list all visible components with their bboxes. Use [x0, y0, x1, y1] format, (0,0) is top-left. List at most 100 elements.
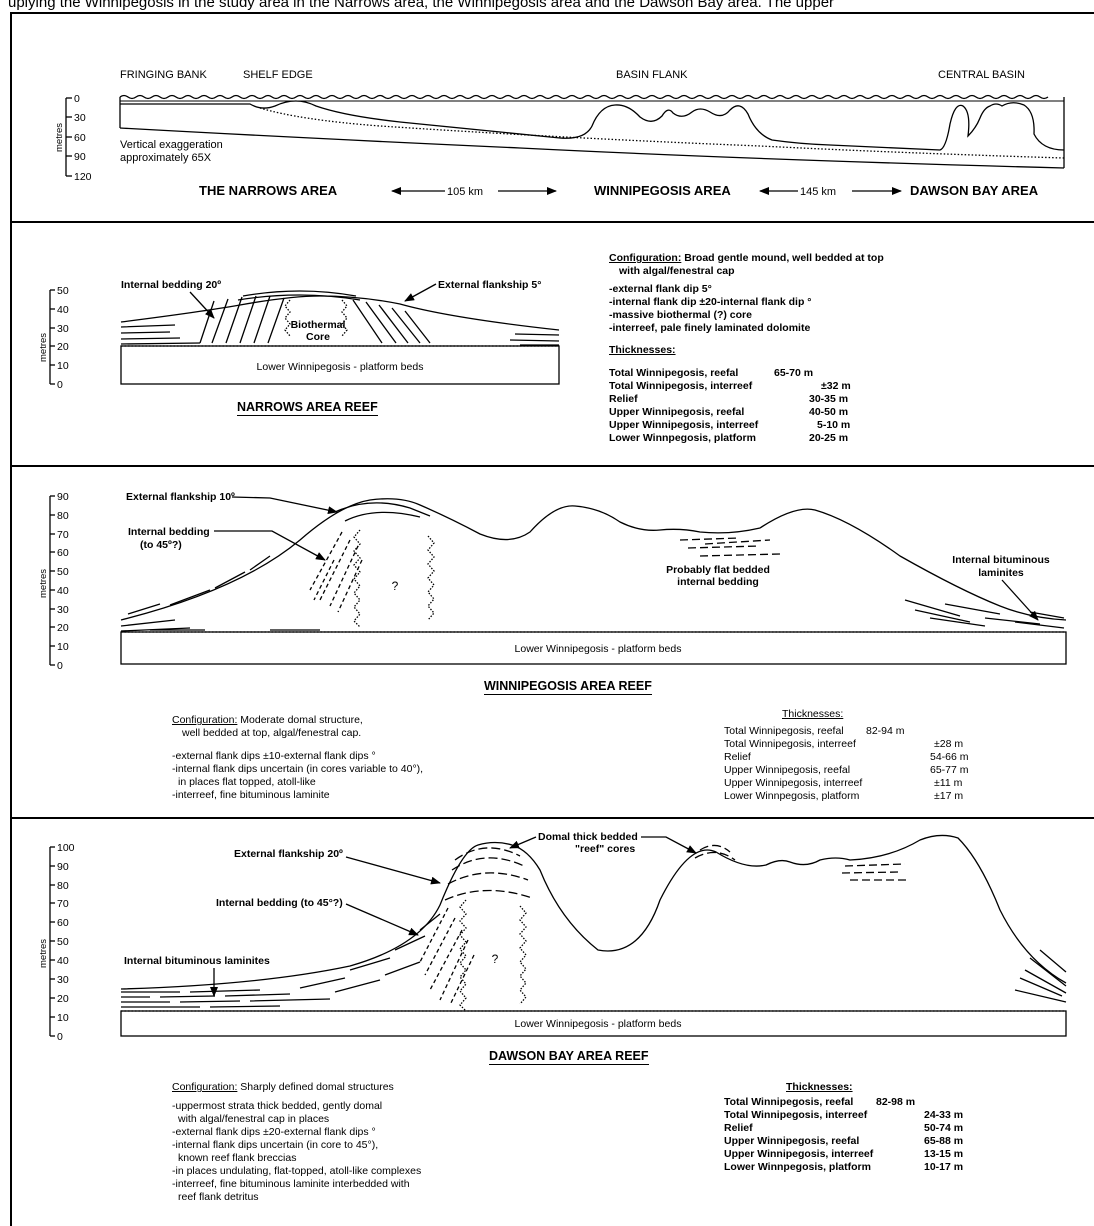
depth-scale: 0 30 60 90 120 metres: [54, 93, 92, 183]
figure-caption: uplying the Winnipegosis in the study ar…: [8, 0, 835, 11]
callout-label: Internal bituminous laminites: [124, 955, 270, 967]
regional-cross-section: FRINGING BANK SHELF EDGE BASIN FLANK CEN…: [54, 69, 1065, 198]
config-text: with algal/fenestral cap: [619, 265, 735, 277]
tick-label: 30: [57, 323, 69, 335]
tick-label: 10: [57, 1012, 69, 1024]
tick-label: 30: [74, 112, 86, 124]
core-label: Biothermal: [291, 319, 346, 331]
internal-bedding: [352, 299, 431, 344]
reef-profile: [120, 498, 1067, 621]
thickness-value: 65-88 m: [924, 1135, 964, 1147]
area-label: DAWSON BAY AREA: [910, 183, 1039, 198]
callout-label: Domal thick bedded: [538, 831, 638, 843]
narrows-configuration: Configuration: Broad gentle mound, well …: [609, 252, 884, 335]
tick-label: 70: [57, 529, 69, 541]
internal-bedding: [309, 531, 363, 613]
narrows-reef-diagram: 50 40 30 20 10 0 metres Lower Winnipegos…: [38, 279, 560, 391]
axis-title: metres: [38, 333, 49, 362]
tick-label: 40: [57, 304, 69, 316]
thickness-value: ±28 m: [934, 738, 964, 750]
basin-base: [119, 127, 1065, 169]
config-bullet: -external flank dip 5°: [609, 283, 712, 295]
annotation-label: Probably flat bedded: [666, 564, 770, 576]
facies-label: CENTRAL BASIN: [938, 69, 1025, 81]
thickness-label: Lower Winnpegosis, platform: [724, 790, 860, 802]
annotation-label: Internal bituminous: [952, 554, 1050, 566]
panel-title: DAWSON BAY AREA REEF: [489, 1049, 649, 1065]
axis-title: metres: [54, 123, 65, 152]
exaggeration-note: approximately 65X: [120, 152, 212, 164]
tick-label: 60: [57, 547, 69, 559]
thickness-value: 82-94 m: [866, 725, 905, 737]
config-text: well bedded at top, algal/fenestral cap.: [182, 727, 362, 739]
thickness-label: Total Winnipegosis, interreef: [724, 738, 856, 750]
thickness-label: Total Winnipegosis, interreef: [609, 380, 753, 392]
tick-label: 10: [57, 360, 69, 372]
thickness-value: 40-50 m: [809, 406, 849, 418]
thickness-heading: Thicknesses:: [609, 344, 676, 356]
question-mark: ?: [492, 952, 499, 966]
callout-label: Internal bedding: [128, 526, 210, 538]
thickness-value: 65-70 m: [774, 367, 814, 379]
thickness-value: ±32 m: [821, 380, 851, 392]
dawson-reef-diagram: 100 90 80 70 60 50 40 30 20 10 0 metres …: [38, 831, 1067, 1043]
dawson-configuration: Configuration: Sharply defined domal str…: [172, 1081, 421, 1204]
platform-label: Lower Winnipegosis - platform beds: [515, 643, 682, 655]
tick-label: 40: [57, 955, 69, 967]
thickness-value: 50-74 m: [924, 1122, 964, 1134]
thickness-value: 5-10 m: [817, 419, 851, 431]
config-bullet: -external flank dips ±20-external flank …: [172, 1126, 376, 1138]
platform-label: Lower Winnipegosis - platform beds: [515, 1018, 682, 1030]
config-bullet: in places flat topped, atoll-like: [178, 776, 316, 788]
panel-title: WINNIPEGOSIS AREA REEF: [484, 679, 652, 695]
flank-bedding: [121, 989, 331, 1008]
question-mark: ?: [392, 579, 399, 593]
thickness-value: 65-77 m: [930, 764, 969, 776]
thickness-value: 20-25 m: [809, 432, 849, 444]
config-heading: Configuration:: [609, 252, 682, 264]
figure-frame: [10, 12, 1094, 1226]
annotation-label: laminites: [978, 567, 1024, 579]
tick-label: 30: [57, 974, 69, 986]
platform-label: Lower Winnipegosis - platform beds: [257, 361, 424, 373]
cap-bedding: [334, 502, 431, 522]
facies-label: FRINGING BANK: [120, 69, 207, 81]
thickness-label: Total Winnipegosis, interreef: [724, 1109, 868, 1121]
tick-label: 0: [57, 1031, 63, 1043]
thickness-label: Upper Winnipegosis, interreef: [724, 777, 863, 789]
panel-title: NARROWS AREA REEF: [237, 400, 378, 416]
tick-label: 0: [57, 379, 63, 391]
bituminous-laminites: [1014, 949, 1067, 1003]
winnipegosis-reef-diagram: 90 80 70 60 50 40 30 20 10 0 metres Lowe…: [38, 491, 1067, 672]
tick-label: 20: [57, 622, 69, 634]
cap-bedding: [237, 290, 361, 301]
panel-divider: [10, 221, 1094, 223]
thickness-value: 54-66 m: [930, 751, 969, 763]
tick-label: 20: [57, 993, 69, 1005]
thickness-heading: Thicknesses:: [782, 708, 844, 720]
exaggeration-note: Vertical exaggeration: [120, 139, 223, 151]
thickness-label: Relief: [724, 751, 751, 763]
annotation-label: internal bedding: [677, 576, 759, 588]
config-bullet: -in places undulating, flat-topped, atol…: [172, 1165, 422, 1177]
thickness-label: Total Winnipegosis, reefal: [609, 367, 739, 379]
config-heading: Configuration:: [172, 714, 238, 726]
callout-label: External flankship 10º: [126, 491, 235, 503]
config-bullet: -internal flank dips uncertain (in cores…: [172, 763, 424, 775]
thickness-label: Lower Winnpegosis, platform: [609, 432, 756, 444]
config-bullet: -massive biothermal (?) core: [609, 309, 752, 321]
callout-label: "reef" cores: [575, 843, 635, 855]
thickness-label: Lower Winnpegosis, platform: [724, 1161, 871, 1173]
thickness-label: Relief: [724, 1122, 753, 1134]
bituminous-laminites: [904, 599, 1065, 629]
depth-scale: 90 80 70 60 50 40 30 20 10 0 metres: [38, 491, 69, 672]
axis-title: metres: [38, 569, 49, 598]
config-text: Sharply defined domal structures: [237, 1081, 394, 1093]
facies-label: SHELF EDGE: [243, 69, 313, 81]
config-bullet: -uppermost strata thick bedded, gently d…: [172, 1100, 383, 1112]
callout-label: Internal bedding (to 45°?): [216, 897, 343, 909]
tick-label: 90: [57, 861, 69, 873]
distance-label: 145 km: [800, 186, 836, 198]
